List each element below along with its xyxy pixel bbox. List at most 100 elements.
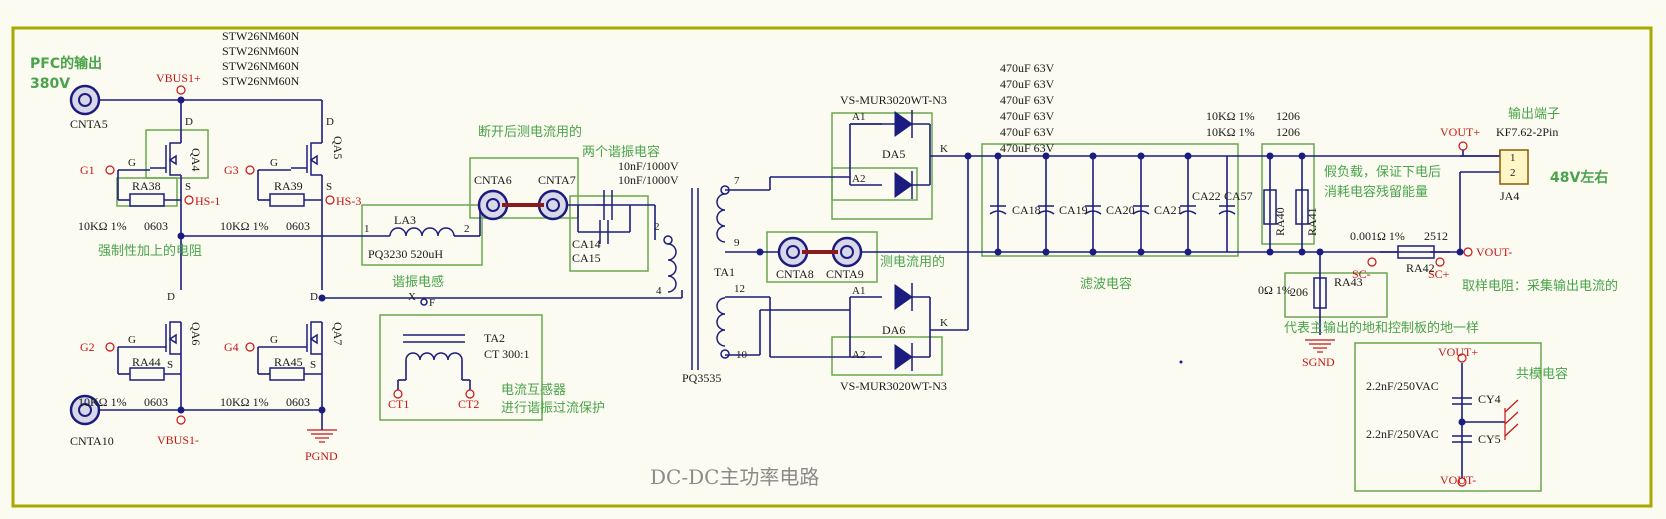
- da5-a1: A1: [852, 111, 865, 123]
- ct1-label: CT1: [388, 397, 409, 411]
- cy5-label: CY5: [1478, 432, 1501, 446]
- filter-cap-value-6: 470uF 63V: [1000, 141, 1055, 155]
- ycap-vout-neg: VOUT-: [1440, 473, 1476, 487]
- ca20-label: CA20: [1106, 203, 1135, 217]
- da6-k: K: [940, 317, 948, 329]
- qa4-pin-d: D: [185, 116, 193, 128]
- da5-k: K: [940, 143, 948, 155]
- da6-part: VS-MUR3020WT-N3: [840, 379, 947, 393]
- da6-label: DA6: [882, 323, 905, 337]
- mosfet-part-1: STW26NM60N: [222, 29, 300, 43]
- qa7-pin-d: D: [310, 291, 318, 303]
- annotation-boxes: [116, 112, 1542, 492]
- ta1-pin-9: 9: [734, 237, 740, 249]
- da6-a1: A1: [852, 285, 865, 297]
- la3-inductor: [389, 227, 455, 237]
- mosfet-part-2: STW26NM60N: [222, 44, 300, 58]
- ja4-connector: [1499, 149, 1529, 185]
- shunt-note: 取样电阻：采集输出电流的: [1462, 278, 1618, 294]
- ta2-label: TA2: [484, 331, 505, 345]
- qa6-ref: QA6: [189, 322, 203, 345]
- connector-part: KF7.62-2Pin: [1496, 125, 1558, 139]
- da5-label: DA5: [882, 147, 905, 161]
- ra40-label: RA40: [1273, 207, 1287, 236]
- ta2-current-transformer: [393, 298, 475, 399]
- qa7-pin-g: G: [270, 334, 278, 346]
- ra38-label: RA38: [132, 179, 161, 193]
- da6-a2: A2: [852, 349, 865, 361]
- g2-label: G2: [80, 340, 95, 354]
- ta1-pin-2: 2: [654, 221, 660, 233]
- dummy-load-note-2: 消耗电容残留能量: [1324, 184, 1428, 200]
- ct-f-mark: F: [429, 297, 435, 309]
- ca18-label: CA18: [1012, 203, 1041, 217]
- resonant-capacitors: [577, 190, 635, 244]
- cnta6-label: CNTA6: [474, 173, 512, 187]
- resonant-cap-value-1: 10nF/1000V: [618, 159, 679, 173]
- ra41-resistor: [1295, 189, 1309, 225]
- ra39-package: 0603: [286, 219, 310, 233]
- vbus-neg-label: VBUS1-: [157, 433, 199, 447]
- hs1-label: HS-1: [195, 194, 220, 208]
- filter-cap-value-5: 470uF 63V: [1000, 125, 1055, 139]
- ra41-label: RA41: [1305, 207, 1319, 236]
- ta1-pin-4: 4: [656, 285, 662, 297]
- ca21-label: CA21: [1154, 203, 1183, 217]
- ground-note: 代表主输出的地和控制板的地一样: [1284, 320, 1479, 336]
- ta1-pin-7: 7: [734, 175, 740, 187]
- filter-cap-value-4: 470uF 63V: [1000, 109, 1055, 123]
- ra39-value: 10KΩ 1%: [220, 219, 269, 233]
- wiring: [100, 99, 1505, 478]
- ra40-value: 10KΩ 1%: [1206, 109, 1255, 123]
- cnta10-label: CNTA10: [70, 434, 114, 448]
- ra43-resistor: [1313, 277, 1327, 309]
- ra43-package: 206: [1290, 285, 1308, 299]
- filter-capacitor-symbols: [989, 205, 1236, 215]
- filter-cap-value-2: 470uF 63V: [1000, 77, 1055, 91]
- qa4-ref: QA4: [189, 148, 203, 171]
- la3-value: PQ3230 520uH: [368, 247, 443, 261]
- ra43-label: RA43: [1334, 275, 1363, 289]
- ta1-pin-10: 10: [736, 349, 748, 361]
- ra38-value: 10KΩ 1%: [78, 219, 127, 233]
- ycap-vout-pos: VOUT+: [1438, 345, 1478, 359]
- ca22-label: CA22: [1192, 189, 1221, 203]
- sc-pos-label: SC+: [1428, 267, 1450, 281]
- qa6-pin-s: S: [167, 359, 173, 371]
- terminal-rings: [69, 84, 863, 426]
- resonant-cap-value-2: 10nF/1000V: [618, 173, 679, 187]
- ta1-core: PQ3535: [682, 371, 721, 385]
- ta1-pin-12: 12: [734, 283, 745, 295]
- ra43-value: 0Ω 1%: [1258, 283, 1292, 297]
- qa7-ref: QA7: [331, 322, 345, 345]
- ct-note-1: 电流互感器: [501, 382, 566, 398]
- ja4-pin-1: 1: [1510, 152, 1516, 164]
- ct-x-mark: X: [408, 291, 416, 303]
- g4-label: G4: [224, 340, 239, 354]
- resonant-cap-note: 两个谐振电容: [582, 144, 660, 160]
- pgnd-symbol: [307, 425, 337, 443]
- qa6-pin-d: D: [167, 291, 175, 303]
- qa7-pin-s: S: [310, 359, 316, 371]
- sc-neg-label: SC-: [1352, 267, 1371, 281]
- la3-pin1: 1: [364, 223, 370, 235]
- ra41-value: 10KΩ 1%: [1206, 125, 1255, 139]
- vout-pos-label: VOUT+: [1440, 125, 1480, 139]
- shunt-package: 2512: [1424, 229, 1448, 243]
- qa4-pin-g: G: [128, 157, 136, 169]
- cnta9-label: CNTA9: [826, 267, 864, 281]
- mosfet-part-4: STW26NM60N: [222, 74, 300, 88]
- ca15-label: CA15: [572, 251, 601, 265]
- cnta5-label: CNTA5: [70, 117, 108, 131]
- filter-cap-value-3: 470uF 63V: [1000, 93, 1055, 107]
- ct-note-2: 进行谐振过流保护: [501, 401, 605, 416]
- g3-label: G3: [224, 163, 239, 177]
- ja4-pin-2: 2: [1510, 167, 1516, 179]
- filter-cap-note: 滤波电容: [1080, 276, 1132, 292]
- ra45-label: RA45: [274, 355, 303, 369]
- mosfet-symbols: [105, 85, 335, 425]
- ct2-label: CT2: [458, 397, 479, 411]
- current-measure-note: 测电流用的: [880, 254, 945, 270]
- cnta7-label: CNTA7: [538, 173, 576, 187]
